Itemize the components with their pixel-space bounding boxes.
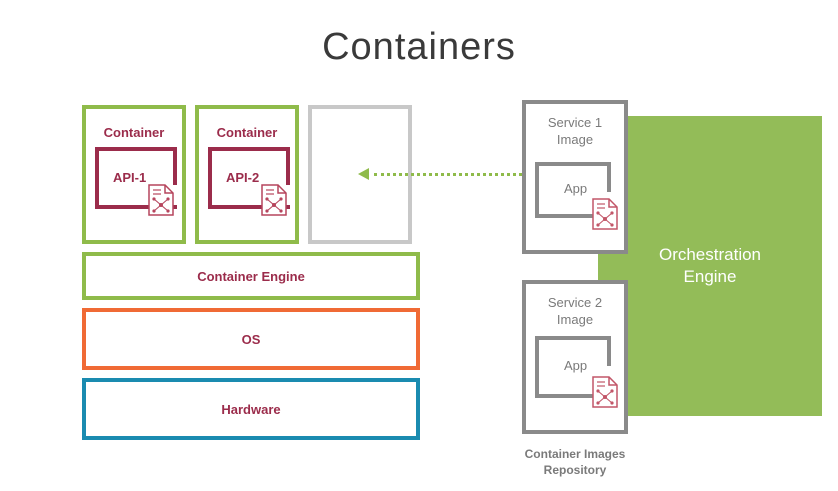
service-2-image: Service 2 Image App <box>522 280 628 434</box>
orchestration-line-1: Orchestration <box>658 245 762 264</box>
dotted-arrow-line <box>374 173 522 176</box>
api-frame-1: API-1 <box>95 147 177 209</box>
api-frame-2: API-2 <box>208 147 290 209</box>
repo-line-2: Repository <box>543 463 607 477</box>
api-label: API-2 <box>226 170 260 185</box>
os-layer: OS <box>82 308 420 370</box>
document-network-icon <box>592 376 618 408</box>
page-title: Containers <box>322 26 516 68</box>
container-box-2: Container API-2 <box>195 105 299 244</box>
hardware-layer: Hardware <box>82 378 420 440</box>
service-1-image: Service 1 Image App <box>522 100 628 254</box>
service-label: Service 2 Image <box>526 294 624 328</box>
container-images-repository-label: Container Images Repository <box>490 446 660 478</box>
os-label: OS <box>241 331 261 347</box>
document-network-icon <box>261 184 287 216</box>
service-type: Image <box>556 132 594 147</box>
app-label: App <box>564 181 588 196</box>
orchestration-engine-label: Orchestration Engine <box>640 244 780 288</box>
orchestration-engine <box>598 116 822 416</box>
dotted-arrow-left-icon <box>358 168 369 180</box>
app-frame-1: App <box>535 162 611 218</box>
container-engine-layer: Container Engine <box>82 252 420 300</box>
document-network-icon <box>592 198 618 230</box>
app-label: App <box>564 358 588 373</box>
service-name: Service 2 <box>547 295 603 310</box>
container-box-1: Container API-1 <box>82 105 186 244</box>
service-name: Service 1 <box>547 115 603 130</box>
document-network-icon <box>148 184 174 216</box>
repo-line-1: Container Images <box>524 447 626 461</box>
container-label: Container <box>216 125 278 140</box>
service-type: Image <box>556 312 594 327</box>
container-engine-label: Container Engine <box>197 268 305 284</box>
app-frame-2: App <box>535 336 611 398</box>
container-label: Container <box>103 125 165 140</box>
api-label: API-1 <box>113 170 147 185</box>
hardware-label: Hardware <box>221 401 281 417</box>
orchestration-line-2: Engine <box>683 267 737 286</box>
service-label: Service 1 Image <box>526 114 624 148</box>
